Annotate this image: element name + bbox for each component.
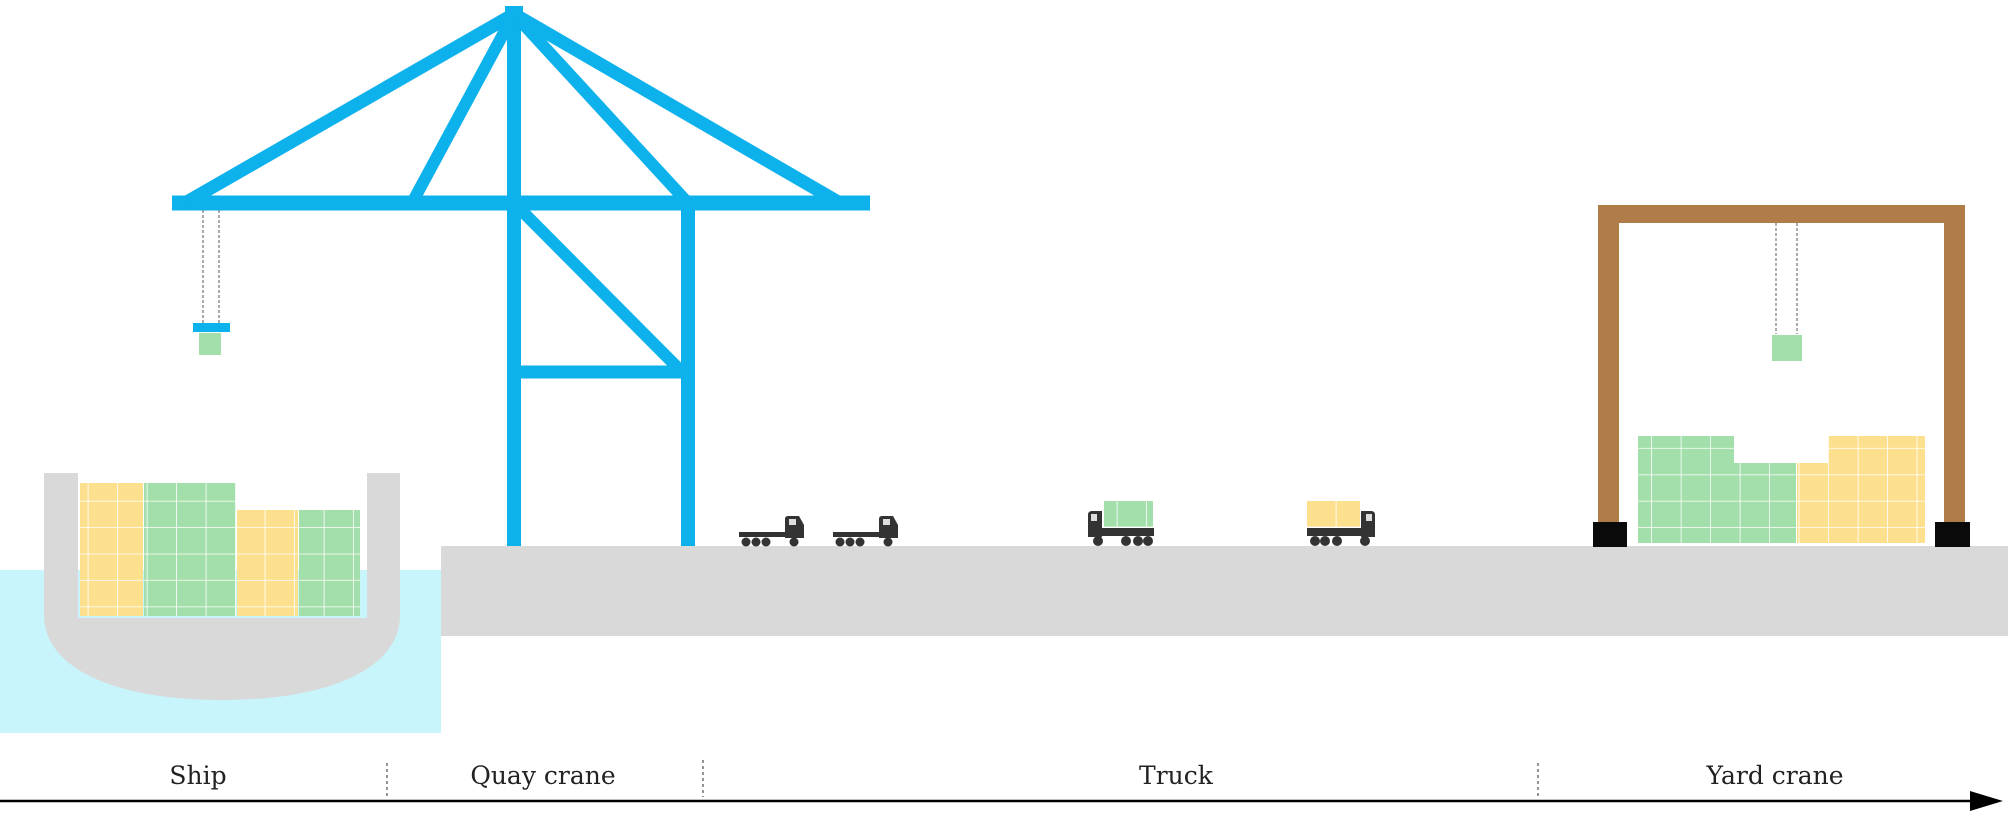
ship-containers [80,483,360,616]
stage-label-truck: Truck [1139,761,1213,790]
ship-hull [44,473,400,700]
truck-icon [833,516,898,547]
lifted-container [199,333,221,355]
timeline-axis [0,791,2003,811]
ship-to-shore-crane-icon [172,6,870,546]
truck-container [1104,501,1153,527]
gantry-crane-icon [1593,205,1970,547]
stage-dividers [386,760,1539,797]
yard-crane-wheel-right [1935,522,1970,547]
truck-icon [1307,501,1375,546]
stage-label-quay-crane: Quay crane [470,761,616,790]
yard-container-stacks [1638,436,1925,543]
stage-label-yard-crane: Yard crane [1706,761,1844,790]
stage-label-ship: Ship [169,761,227,790]
yard-crane-lifted-container [1772,335,1802,361]
truck-container [1307,501,1360,527]
yard-crane-wheel-left [1593,522,1627,547]
arrow-right-icon [1970,791,2003,811]
quay-ground [441,546,2008,636]
truck-icon [739,516,804,547]
quay-crane-spreader [193,323,230,332]
container-ship-icon [44,473,400,700]
truck-icon [1088,501,1154,546]
